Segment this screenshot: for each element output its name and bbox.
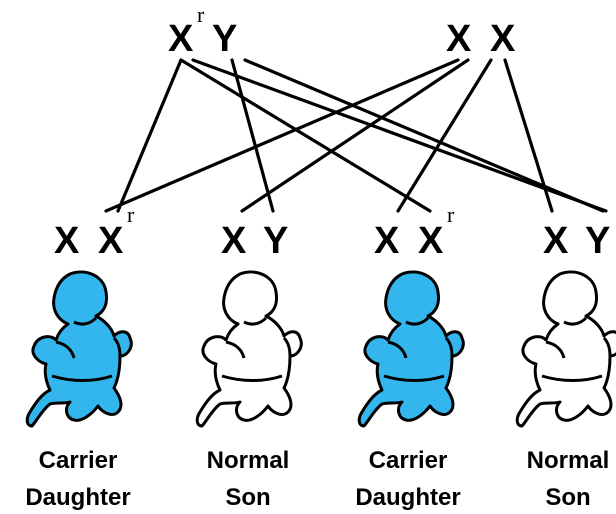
cross-line <box>243 58 605 213</box>
child-1-allele-1: X <box>54 220 80 262</box>
cross-line <box>396 58 493 213</box>
child-label-3: Carrier Daughter <box>355 447 460 511</box>
child-genotype-2: X Y <box>221 220 288 262</box>
baby-figure-4 <box>515 270 616 428</box>
mother-allele-x-1: X <box>446 18 472 60</box>
father-allele-x: X <box>168 18 194 60</box>
child-3-label-line2: Daughter <box>355 484 460 511</box>
child-4-allele-2: Y <box>585 220 610 262</box>
cross-line <box>240 58 470 213</box>
cross-line <box>104 58 460 213</box>
mother-allele-x-2: X <box>490 18 516 60</box>
cross-line <box>230 58 275 213</box>
cross-line <box>179 58 432 213</box>
child-2-allele-1: X <box>221 220 247 262</box>
father-genotype: X r Y <box>168 2 237 60</box>
baby-figure-1 <box>25 270 133 428</box>
child-4-label-line1: Normal <box>527 447 610 474</box>
child-genotype-3: X X r <box>374 202 455 262</box>
child-3-allele-1: X <box>374 220 400 262</box>
child-3-allele-2: X <box>418 220 444 262</box>
child-2-label-line2: Son <box>225 484 270 511</box>
father-allele-x-superscript: r <box>197 2 205 27</box>
child-2-allele-2: Y <box>263 220 288 262</box>
cross-lines <box>104 58 608 213</box>
child-label-2: Normal Son <box>207 447 290 511</box>
mother-genotype: X X <box>446 18 516 60</box>
child-1-superscript: r <box>127 202 135 227</box>
child-genotype-1: X X r <box>54 202 135 262</box>
child-label-4: Normal Son <box>527 447 610 511</box>
cross-line <box>191 58 608 213</box>
child-label-1: Carrier Daughter <box>25 447 130 511</box>
baby-figure-2 <box>195 270 303 428</box>
cross-line <box>116 58 183 213</box>
child-4-allele-1: X <box>543 220 569 262</box>
child-3-label-line1: Carrier <box>369 447 448 474</box>
cross-line <box>503 58 554 213</box>
child-1-allele-2: X <box>98 220 124 262</box>
child-2-label-line1: Normal <box>207 447 290 474</box>
child-4-label-line2: Son <box>545 484 590 511</box>
baby-figure-3 <box>357 270 465 428</box>
child-1-label-line2: Daughter <box>25 484 130 511</box>
child-1-label-line1: Carrier <box>39 447 118 474</box>
child-3-superscript: r <box>447 202 455 227</box>
father-allele-y: Y <box>212 18 237 60</box>
child-genotype-4: X Y <box>543 220 610 262</box>
